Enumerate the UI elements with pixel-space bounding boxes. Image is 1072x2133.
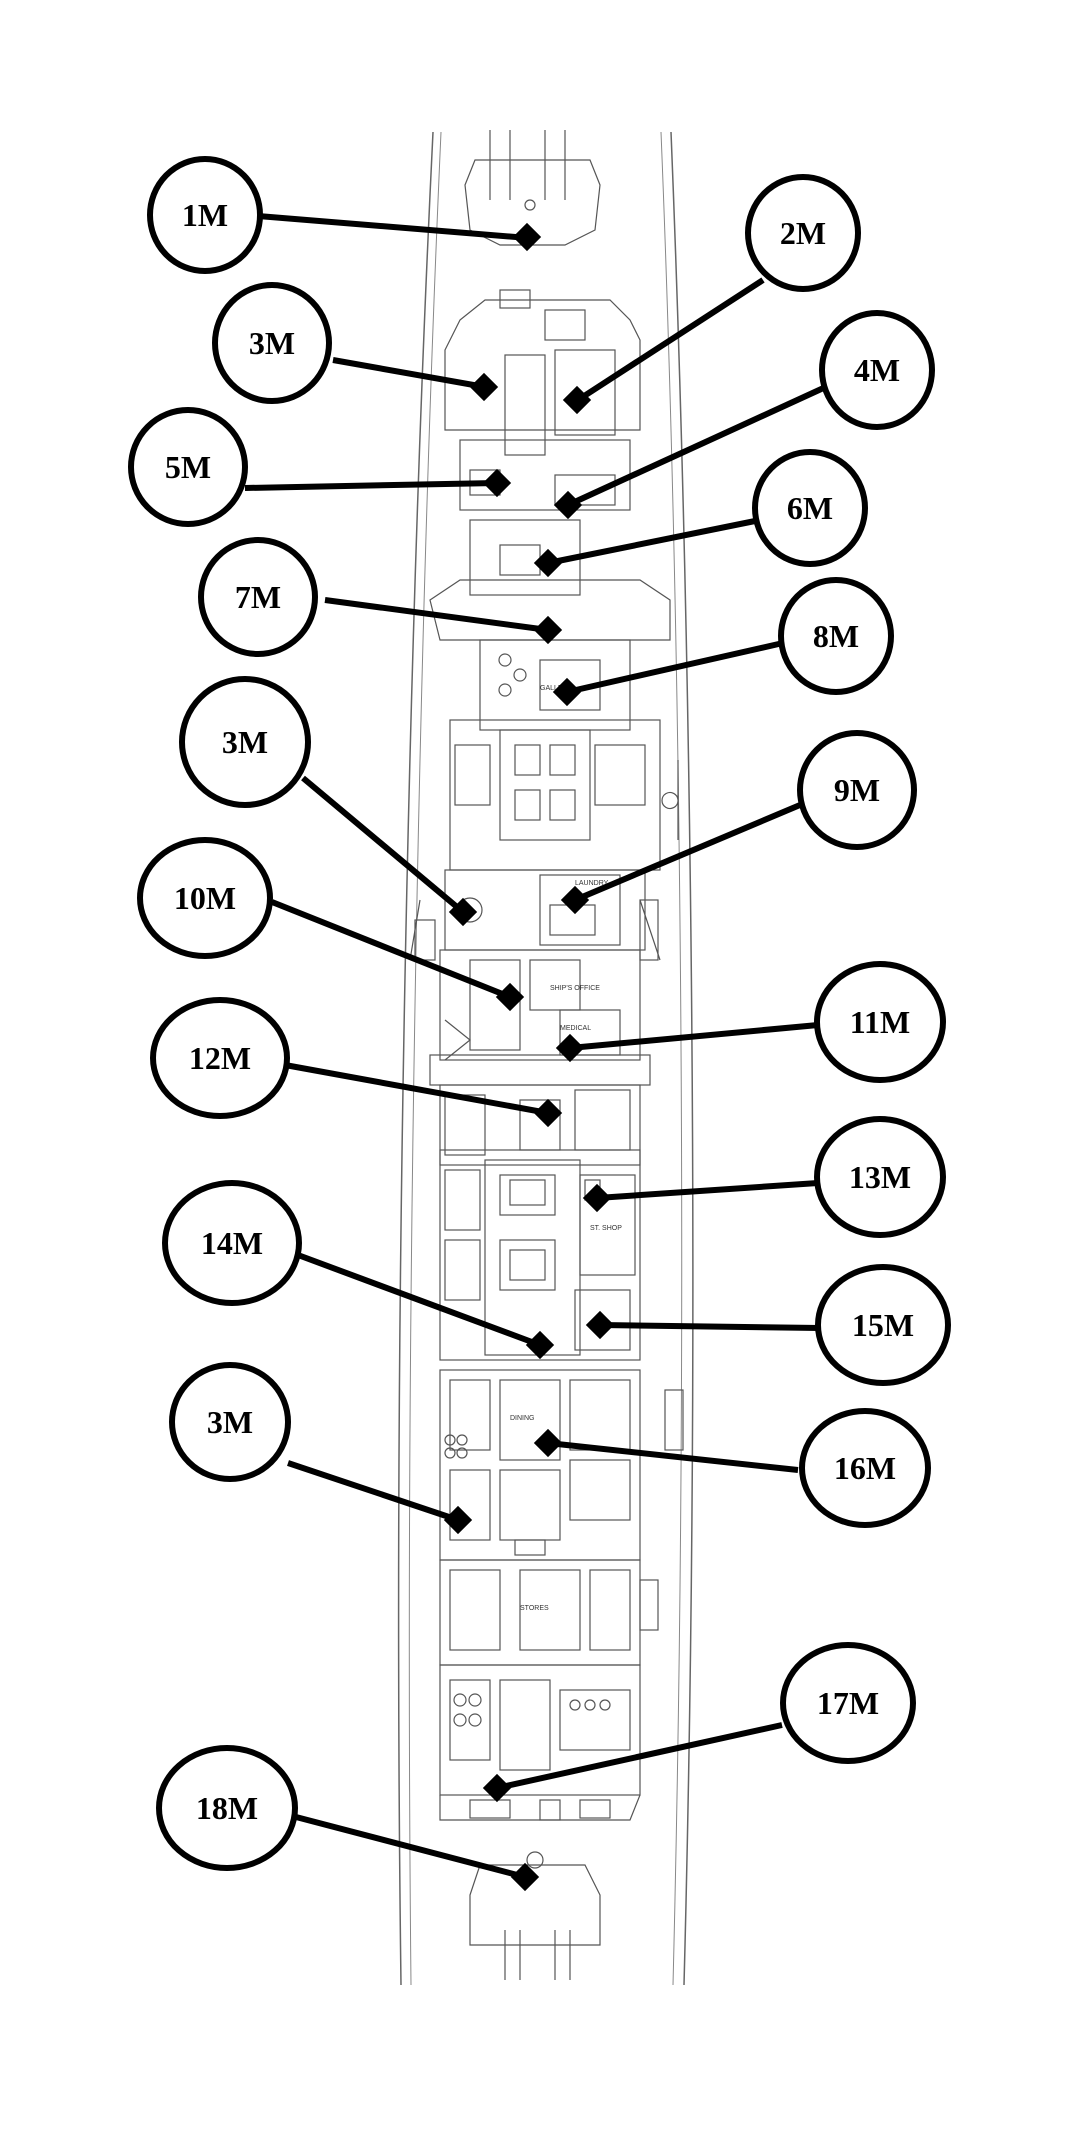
callout-label: 2M [780, 215, 826, 251]
callout-2m: 2M [745, 174, 861, 292]
galley-section [409, 869, 661, 961]
callout-17m: 17M [780, 1642, 916, 1764]
hull-outline [397, 131, 694, 1986]
callout-label: 15M [852, 1307, 914, 1343]
callout-label: 8M [813, 618, 859, 654]
callout-label: 1M [182, 197, 228, 233]
callout-label: 3M [249, 325, 295, 361]
callout-circles: 1M 2M 3M 4M 5M 6M 7M 8M 3M 9M 10M 11M 12… [128, 156, 951, 1871]
aft-accommodation [439, 1369, 684, 1561]
room-label: DINING [510, 1415, 535, 1422]
callout-label: 3M [222, 724, 268, 760]
ship-deck-plan: LAUNDRY GALLEY SHIP'S OFFICE MEDICAL ST.… [397, 130, 694, 1986]
callout-6m: 6M [752, 449, 868, 567]
callout-label: 11M [850, 1004, 910, 1040]
room-label: MEDICAL [560, 1025, 591, 1032]
stern-section [439, 1664, 641, 1821]
callout-12m: 12M [150, 997, 290, 1119]
room-label: ST. SHOP [590, 1225, 622, 1232]
callout-label: 16M [834, 1450, 896, 1486]
callout-3m: 3M [179, 676, 311, 808]
callout-label: 6M [787, 490, 833, 526]
callout-3m: 3M [212, 282, 332, 404]
lounge-section [449, 719, 679, 871]
bow-platform [464, 130, 601, 246]
aft-cabins [439, 1559, 659, 1666]
callout-label: 12M [189, 1040, 251, 1076]
callout-5m: 5M [128, 407, 248, 527]
plan-annotations: LAUNDRY GALLEY SHIP'S OFFICE MEDICAL ST.… [510, 685, 622, 1612]
callout-leaders [244, 213, 832, 1892]
callout-label: 18M [196, 1790, 258, 1826]
callout-label: 10M [174, 880, 236, 916]
callout-label: 4M [854, 352, 900, 388]
callout-18m: 18M [156, 1745, 298, 1871]
stern-platform [469, 1851, 601, 1980]
hull-outline-inner [408, 131, 683, 1986]
callout-13m: 13M [814, 1116, 946, 1238]
callout-label: 3M [207, 1404, 253, 1440]
office-section [429, 949, 651, 1086]
room-label: SHIP'S OFFICE [550, 985, 600, 992]
callout-label: 9M [834, 772, 880, 808]
room-label: GALLEY [540, 685, 568, 692]
callout-16m: 16M [799, 1408, 931, 1528]
forward-superstructure [444, 289, 641, 511]
callout-10m: 10M [137, 837, 273, 959]
callout-3m: 3M [169, 1362, 291, 1482]
callout-7m: 7M [198, 537, 318, 657]
callout-label: 13M [849, 1159, 911, 1195]
callout-label: 14M [201, 1225, 263, 1261]
callout-4m: 4M [819, 310, 935, 430]
callout-9m: 9M [797, 730, 917, 850]
callout-label: 5M [165, 449, 211, 485]
callout-8m: 8M [778, 577, 894, 695]
central-section [439, 1149, 641, 1361]
callout-label: 17M [817, 1685, 879, 1721]
callout-label: 7M [235, 579, 281, 615]
callout-11m: 11M [814, 961, 946, 1083]
callout-15m: 15M [815, 1264, 951, 1386]
callout-1m: 1M [147, 156, 263, 274]
room-label: STORES [520, 1605, 549, 1612]
callout-14m: 14M [162, 1180, 302, 1306]
room-label: LAUNDRY [575, 880, 609, 887]
